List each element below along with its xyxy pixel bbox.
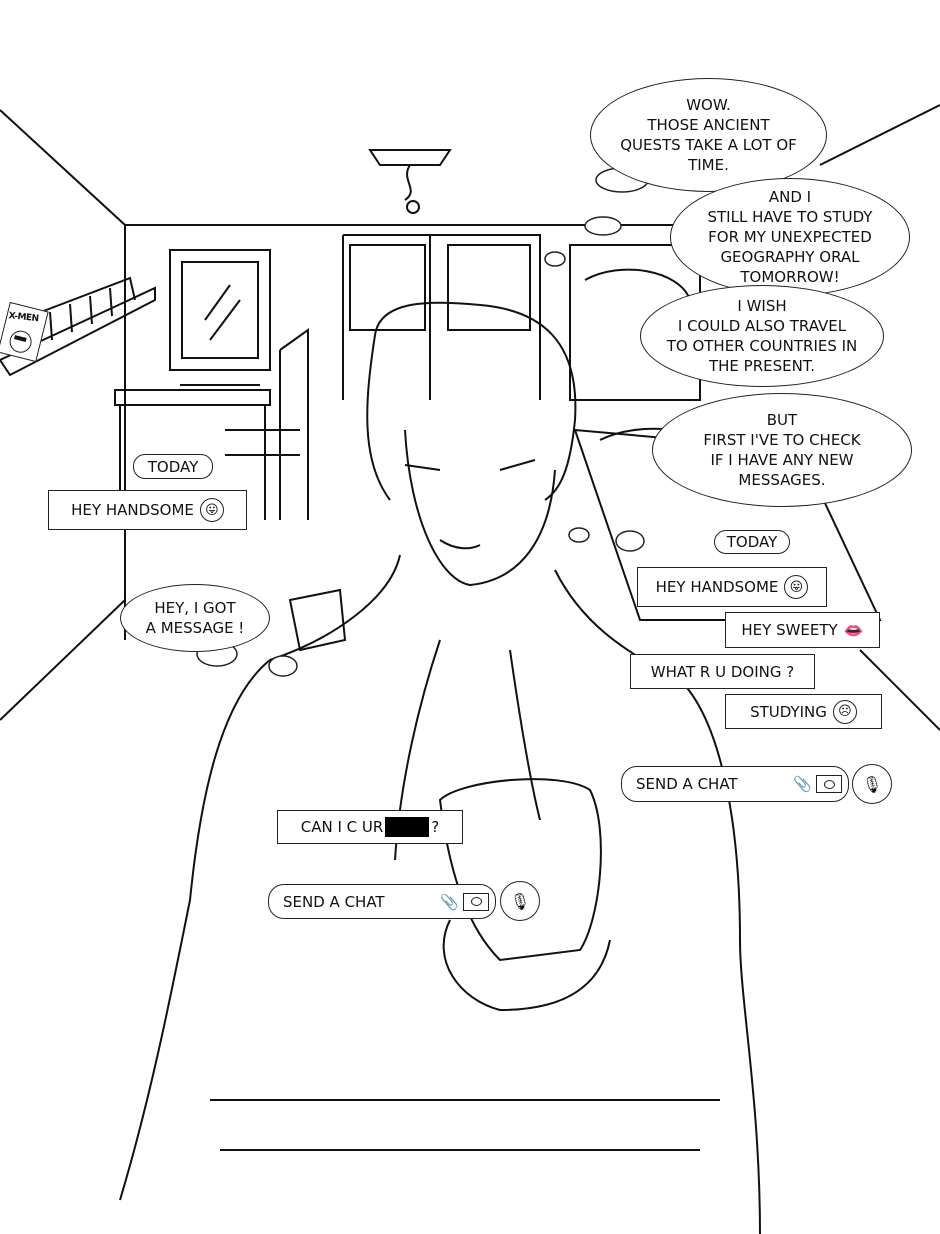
message-text: HEY HANDSOME xyxy=(71,501,194,519)
hand xyxy=(442,919,611,1012)
left-chat-message-received: HEY HANDSOME 😛 xyxy=(48,490,247,530)
microphone-icon: 🎙 xyxy=(861,774,883,794)
message-text: HEY SWEETY xyxy=(741,621,838,639)
shelf xyxy=(0,286,156,377)
eyes xyxy=(404,459,536,471)
microphone-button[interactable]: 🎙 xyxy=(852,764,892,804)
book xyxy=(288,588,347,652)
microphone-button[interactable]: 🎙 xyxy=(500,881,540,921)
lamp-bulb xyxy=(406,200,420,214)
message-text: HEY HANDSOME xyxy=(655,578,779,596)
thought-bubble-quests: WOW. THOSE ANCIENT QUESTS TAKE A LOT OF … xyxy=(590,78,827,192)
lips-icon: 👄 xyxy=(843,620,864,640)
right-wall-line xyxy=(819,104,940,166)
chat-message-sent: HEY SWEETY 👄 xyxy=(725,612,880,648)
desk xyxy=(114,384,271,520)
thought-bubble-messages: BUT FIRST I'VE TO CHECK IF I HAVE ANY NE… xyxy=(652,393,912,507)
neck-and-hoodie xyxy=(119,554,761,1234)
poster xyxy=(569,244,701,401)
message-text: STUDYING xyxy=(750,702,827,721)
redacted-word xyxy=(385,817,430,837)
message-text: WHAT R U DOING ? xyxy=(650,662,795,681)
face xyxy=(404,429,556,587)
chat-message-sent: STUDYING ☹ xyxy=(725,694,882,729)
left-chat-date-pill: TODAY xyxy=(133,454,213,479)
hair xyxy=(366,301,577,501)
chair xyxy=(225,328,309,520)
thought-bubble-study: AND I STILL HAVE TO STUDY FOR MY UNEXPEC… xyxy=(670,178,910,296)
window xyxy=(169,249,271,371)
chat-message-received: WHAT R U DOING ? xyxy=(630,654,815,689)
paperclip-icon[interactable]: 📎 xyxy=(793,775,812,793)
ceiling-lamp xyxy=(368,149,452,201)
sad-face-icon: ☹ xyxy=(832,699,857,724)
thought-bubble-travel: I WISH I COULD ALSO TRAVEL TO OTHER COUN… xyxy=(640,285,884,387)
chat-input-placeholder: SEND A CHAT xyxy=(636,775,738,793)
phone-chat-message-received: CAN I C UR ? xyxy=(277,810,463,844)
chat-input-placeholder: SEND A CHAT xyxy=(283,892,385,911)
message-text: CAN I C UR xyxy=(300,818,384,836)
speech-trail-circle xyxy=(268,655,298,677)
paperclip-icon[interactable]: 📎 xyxy=(440,892,459,911)
phone-chat-input[interactable]: SEND A CHAT 📎 xyxy=(268,884,496,919)
microphone-icon: 🎙 xyxy=(509,891,531,911)
shelf-books xyxy=(19,276,136,341)
mouth xyxy=(439,539,481,550)
camera-icon[interactable] xyxy=(816,775,842,793)
tongue-out-face-icon: 😛 xyxy=(784,575,809,599)
right-chat-date-pill: TODAY xyxy=(714,530,790,554)
floor-left-line xyxy=(0,599,126,721)
message-suffix: ? xyxy=(431,818,440,836)
thought-trail-circle xyxy=(544,251,566,267)
thought-trail-circle xyxy=(584,216,622,236)
chat-message-received: HEY HANDSOME 😛 xyxy=(637,567,827,607)
speech-bubble-got-message: HEY, I GOT A MESSAGE ! xyxy=(120,584,270,652)
door xyxy=(342,234,541,400)
right-chat-input[interactable]: SEND A CHAT 📎 xyxy=(621,766,849,802)
camera-icon[interactable] xyxy=(463,892,489,911)
thought-trail-circle xyxy=(568,527,590,543)
floor-right-line xyxy=(859,649,940,731)
thought-trail-circle xyxy=(615,530,645,552)
tongue-out-face-icon: 😛 xyxy=(199,498,224,522)
